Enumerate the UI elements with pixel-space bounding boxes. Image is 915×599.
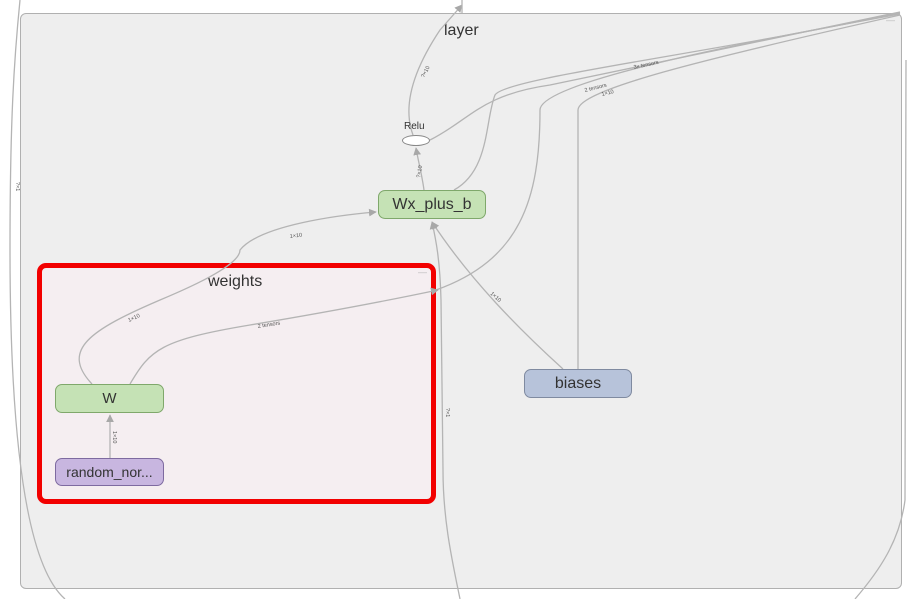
random-normal-node[interactable]: random_nor...: [55, 458, 164, 486]
weights-expand-icon[interactable]: —: [418, 267, 427, 277]
edge-w-to-wx: [78, 208, 377, 385]
edge-input-to-wx: [429, 221, 461, 599]
edge-label-w-two: 2 tensors: [257, 320, 281, 330]
edge-w-two-tensors: [129, 287, 439, 385]
edge-label-input: ?×1: [444, 408, 450, 417]
edge-biases-right: [577, 14, 901, 369]
w-node[interactable]: W: [55, 384, 164, 413]
edge-wx-right: [453, 12, 901, 191]
wx-plus-b-node[interactable]: Wx_plus_b: [378, 190, 486, 219]
edge-label-rand-to-w: 1×10: [111, 431, 117, 443]
edge-biases-to-wx: [431, 221, 564, 370]
edge-bottom-right: [854, 59, 907, 599]
edge-weights-right: [435, 13, 901, 291]
random-normal-label: random_nor...: [66, 464, 153, 480]
w-label: W: [102, 390, 117, 407]
edge-label-right-c: 3x tensors: [633, 60, 659, 71]
wx-plus-b-label: Wx_plus_b: [392, 195, 472, 213]
edge-relu-out: [408, 4, 463, 136]
edge-label-right-a: 2 tensors: [584, 83, 608, 94]
edge-label-layer-out: ?×10: [420, 65, 431, 79]
edge-left-margin: [9, 0, 66, 599]
edge-label-w-up: 1×10: [127, 313, 141, 324]
edge-relu-right: [429, 11, 901, 141]
biases-node[interactable]: biases: [524, 369, 632, 398]
edge-label-relu-in: ?×10: [416, 165, 424, 178]
relu-node[interactable]: [402, 135, 430, 146]
layer-expand-icon[interactable]: —: [886, 15, 895, 25]
edge-label-left-margin: ?×1: [14, 182, 20, 191]
weights-group-label: weights: [208, 273, 263, 290]
biases-label: biases: [554, 374, 602, 392]
edge-label-w-to-wx: 1×10: [290, 233, 303, 240]
relu-label: Relu: [404, 121, 425, 132]
edge-label-right-b: 1×10: [601, 89, 614, 98]
edge-wx-to-relu: [413, 147, 425, 191]
layer-group-label: layer: [444, 22, 479, 39]
